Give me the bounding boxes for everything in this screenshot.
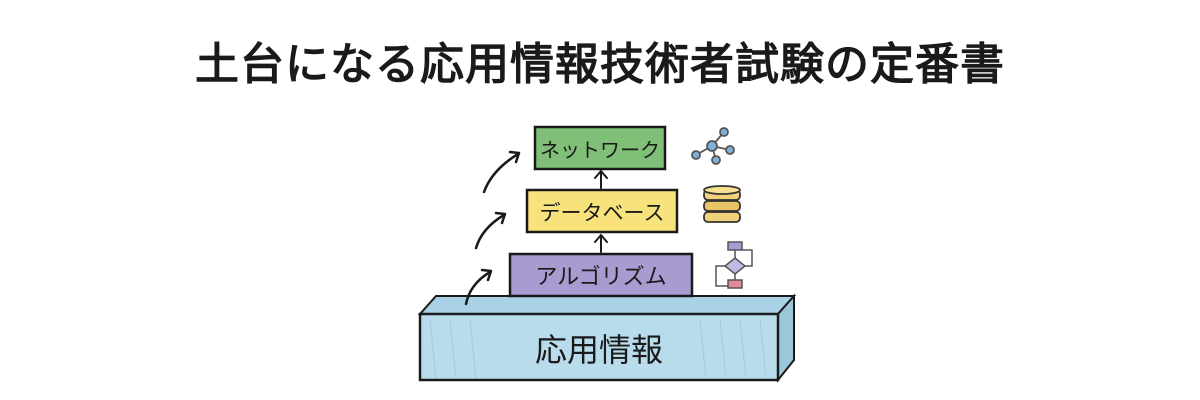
- arrow-up-2: [594, 169, 608, 189]
- algorithm-block: アルゴリズム: [508, 252, 694, 298]
- left-arrows: [464, 150, 521, 306]
- center-arrows: [594, 169, 608, 253]
- database-label: データベース: [540, 201, 665, 225]
- base-label: 応用情報: [535, 331, 663, 369]
- page-title: 土台になる応用情報技術者試験の定番書: [195, 39, 1005, 90]
- database-block: データベース: [525, 188, 679, 234]
- curved-arrow-3: [482, 150, 521, 194]
- arrow-up-1: [594, 233, 608, 253]
- curved-arrow-2: [474, 211, 507, 250]
- base-block: 応用情報: [417, 293, 797, 383]
- network-label: ネットワーク: [540, 138, 660, 162]
- curved-arrow-1: [464, 268, 493, 306]
- algorithm-label: アルゴリズム: [535, 265, 666, 290]
- database-icon: [703, 185, 741, 223]
- flowchart-icon: [715, 241, 753, 289]
- network-block: ネットワーク: [533, 125, 667, 171]
- network-icon: [691, 127, 735, 165]
